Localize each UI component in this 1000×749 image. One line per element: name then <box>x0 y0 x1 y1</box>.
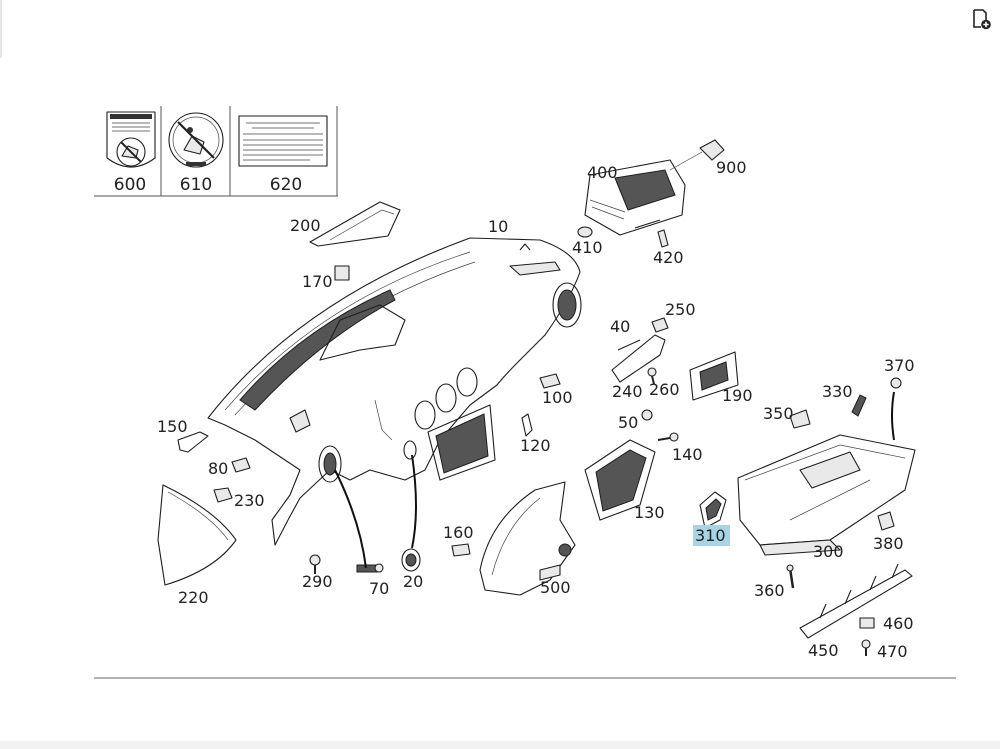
part-10-dashboard[interactable] <box>207 237 582 546</box>
callout-420[interactable]: 420 <box>653 248 684 267</box>
callout-220[interactable]: 220 <box>178 588 209 607</box>
callout-410[interactable]: 410 <box>572 238 603 257</box>
highlight-310 <box>693 525 730 546</box>
part-410[interactable] <box>577 226 593 238</box>
part-drawings <box>157 139 916 656</box>
callout-500[interactable]: 500 <box>540 578 571 597</box>
label-620: 620 <box>270 175 302 195</box>
part-230[interactable] <box>213 487 233 503</box>
callout-200[interactable]: 200 <box>290 216 321 235</box>
part-220[interactable] <box>157 484 237 586</box>
callout-40[interactable]: 40 <box>610 317 630 336</box>
warning-label-620[interactable] <box>238 115 328 167</box>
callout-100[interactable]: 100 <box>542 388 573 407</box>
part-200[interactable] <box>309 201 401 247</box>
callout-140[interactable]: 140 <box>672 445 703 464</box>
callout-900[interactable]: 900 <box>716 158 747 177</box>
part-460[interactable] <box>859 617 875 629</box>
part-100[interactable] <box>539 373 561 389</box>
part-470[interactable] <box>861 639 871 656</box>
part-380[interactable] <box>877 511 895 531</box>
callout-50[interactable]: 50 <box>618 413 638 432</box>
warning-label-600[interactable] <box>106 111 156 168</box>
warning-label-610[interactable] <box>168 112 224 168</box>
callout-330[interactable]: 330 <box>822 382 853 401</box>
part-240[interactable] <box>611 334 666 383</box>
part-360[interactable] <box>786 564 795 589</box>
part-190[interactable] <box>689 351 739 401</box>
callout-400[interactable]: 400 <box>587 163 618 182</box>
part-80[interactable] <box>231 457 251 473</box>
part-170[interactable] <box>334 265 350 281</box>
callout-260[interactable]: 260 <box>649 380 680 399</box>
part-400[interactable] <box>584 159 686 236</box>
callout-240[interactable]: 240 <box>612 382 643 401</box>
callout-150[interactable]: 150 <box>157 417 188 436</box>
part-900[interactable] <box>669 139 725 171</box>
label-table: 600 610 620 <box>94 106 338 197</box>
part-130[interactable] <box>584 439 656 521</box>
callout-20[interactable]: 20 <box>403 572 423 591</box>
part-70[interactable] <box>356 563 384 573</box>
callout-310[interactable]: 310 <box>695 526 726 545</box>
part-300[interactable] <box>737 434 916 556</box>
leader-70 <box>334 469 367 569</box>
part-370[interactable] <box>890 377 902 389</box>
part-260[interactable] <box>647 367 657 385</box>
callout-120[interactable]: 120 <box>520 436 551 455</box>
part-160[interactable] <box>451 543 471 557</box>
callout-80[interactable]: 80 <box>208 459 228 478</box>
part-120[interactable] <box>521 413 533 437</box>
callout-130[interactable]: 130 <box>634 503 665 522</box>
callout-350[interactable]: 350 <box>763 404 794 423</box>
add-to-list-button[interactable] <box>970 8 992 30</box>
part-140[interactable] <box>657 432 679 442</box>
part-450[interactable] <box>799 563 913 639</box>
leader-370 <box>891 391 895 441</box>
callout-470[interactable]: 470 <box>877 642 908 661</box>
callout-190[interactable]: 190 <box>722 386 753 405</box>
part-50[interactable] <box>641 409 653 421</box>
callout-460[interactable]: 460 <box>883 614 914 633</box>
callout-160[interactable]: 160 <box>443 523 474 542</box>
callout-380[interactable]: 380 <box>873 534 904 553</box>
leader-20 <box>411 454 417 549</box>
callout-290[interactable]: 290 <box>302 572 333 591</box>
part-500[interactable] <box>479 481 576 596</box>
label-600: 600 <box>114 175 146 195</box>
part-330[interactable] <box>851 394 867 417</box>
callout-70[interactable]: 70 <box>369 579 389 598</box>
callout-230[interactable]: 230 <box>234 491 265 510</box>
add-page-icon <box>973 9 991 30</box>
viewer-bottom-strip <box>0 741 1000 749</box>
label-610: 610 <box>180 175 212 195</box>
callout-370[interactable]: 370 <box>884 356 915 375</box>
part-310[interactable] <box>699 491 727 529</box>
callout-450[interactable]: 450 <box>808 641 839 660</box>
callout-250[interactable]: 250 <box>665 300 696 319</box>
callout-360[interactable]: 360 <box>754 581 785 600</box>
part-350[interactable] <box>789 409 811 429</box>
part-20[interactable] <box>401 548 421 572</box>
part-150[interactable] <box>177 431 209 453</box>
part-420[interactable] <box>657 229 669 248</box>
part-290[interactable] <box>309 554 321 574</box>
callout-labels: 10 20 40 50 70 80 100 120 130 140 150 16… <box>157 158 915 661</box>
callout-300[interactable]: 300 <box>813 542 844 561</box>
viewer-left-edge <box>0 0 2 58</box>
part-250[interactable] <box>651 317 669 333</box>
callout-10[interactable]: 10 <box>488 217 508 236</box>
callout-170[interactable]: 170 <box>302 272 333 291</box>
